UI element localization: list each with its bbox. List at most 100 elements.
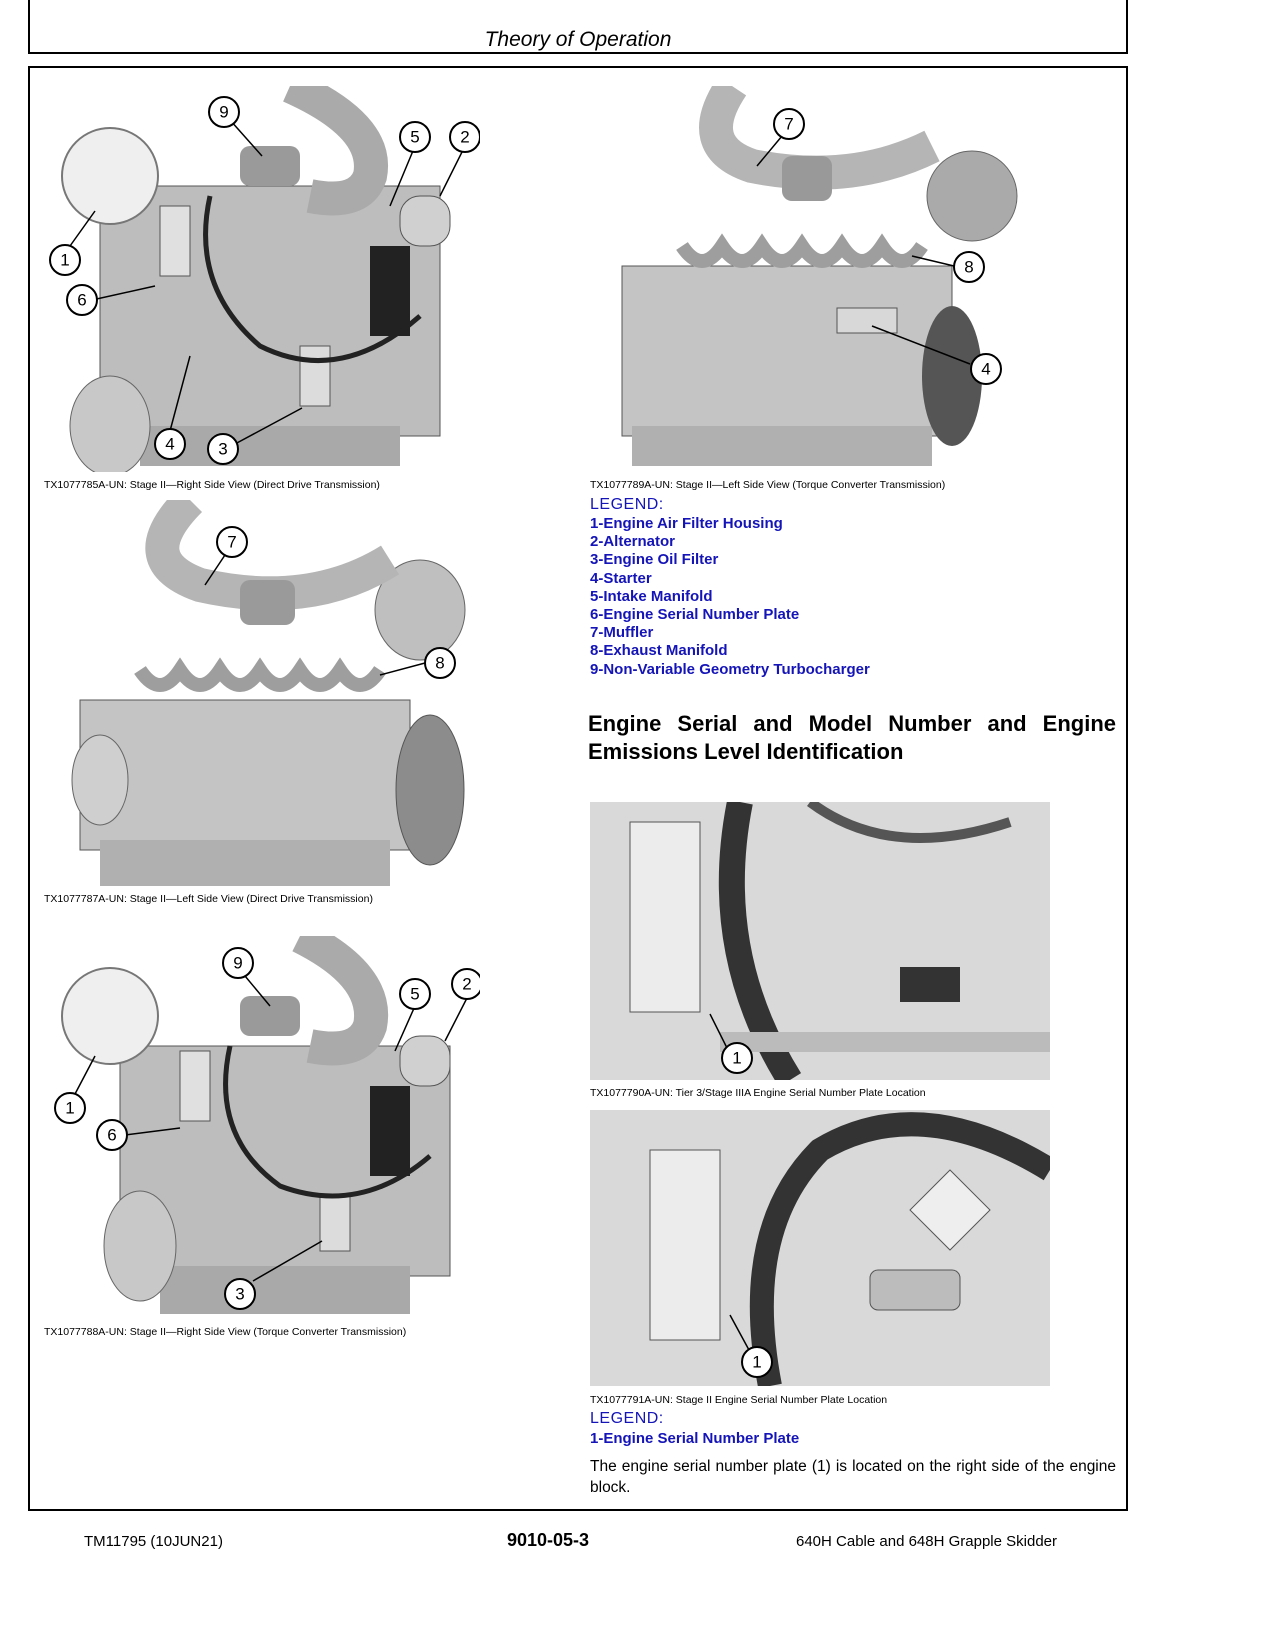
figure-5-caption: TX1077790A-UN: Tier 3/Stage IIIA Engine … xyxy=(590,1087,926,1099)
callout-7: 7 xyxy=(784,115,793,134)
turbocharger xyxy=(782,156,832,201)
starter-motor xyxy=(869,1269,961,1311)
callout-9: 9 xyxy=(233,954,242,973)
content-frame xyxy=(28,66,1128,1511)
fuel-filter xyxy=(649,1149,721,1341)
muffler-pipe xyxy=(699,86,940,190)
oil-pan xyxy=(100,840,390,886)
callout-6: 6 xyxy=(107,1126,116,1145)
callout-group: 1 xyxy=(729,1314,773,1378)
flywheel-housing xyxy=(922,306,982,446)
legend-item: 3-Engine Oil Filter xyxy=(590,551,719,569)
legend-heading: LEGEND: xyxy=(590,496,664,513)
legend-list: 1-Engine Air Filter Housing 2-Alternator… xyxy=(590,515,870,679)
callout-3: 3 xyxy=(235,1285,244,1304)
tube xyxy=(807,802,1012,843)
photo-illustration-6: 1 xyxy=(590,1110,1050,1386)
pulley xyxy=(71,734,129,826)
turbocharger xyxy=(240,996,300,1036)
callout-group: 9 5 2 1 6 3 xyxy=(54,947,480,1310)
starter xyxy=(836,307,898,334)
figure-right-side-torque-converter: 9 5 2 1 6 3 xyxy=(40,936,480,1318)
callout-group: 7 8 4 xyxy=(756,108,1002,385)
alternator xyxy=(399,195,451,247)
pulley xyxy=(69,375,151,472)
legend-item: 1-Engine Serial Number Plate xyxy=(590,1430,800,1447)
legend-item: 2-Alternator xyxy=(590,533,676,551)
legend-item: 5-Intake Manifold xyxy=(590,587,713,605)
starter xyxy=(370,1086,410,1176)
legend-item: 6-Engine Serial Number Plate xyxy=(590,606,800,624)
oil-filter xyxy=(319,1195,351,1252)
turbocharger xyxy=(240,580,295,625)
section-title: Engine Serial and Model Number and Engin… xyxy=(588,711,1116,764)
footer-product: 640H Cable and 648H Grapple Skidder xyxy=(796,1533,1057,1550)
engine-illustration-2: 7 8 4 xyxy=(621,86,1018,466)
fuel-filter xyxy=(629,821,701,1013)
figure-6-caption: TX1077791A-UN: Stage II Engine Serial Nu… xyxy=(590,1394,888,1406)
exhaust-manifold xyxy=(134,657,386,692)
engine-illustration-1: 9 5 2 1 6 4 3 xyxy=(49,86,480,472)
legend-item: 8-Exhaust Manifold xyxy=(590,642,728,660)
engine-illustration-4: 9 5 2 1 6 3 xyxy=(54,936,480,1314)
callout-4: 4 xyxy=(165,435,174,454)
figure-2-caption: TX1077789A-UN: Stage II—Left Side View (… xyxy=(590,479,946,491)
callout-group: 7 8 xyxy=(204,526,456,679)
footer-doc-id: TM11795 (10JUN21) xyxy=(84,1533,223,1550)
hose xyxy=(749,1112,1050,1386)
muffler-pipe xyxy=(282,86,388,216)
air-filter xyxy=(926,150,1018,242)
air-filter-housing xyxy=(61,127,159,225)
exhaust-manifold xyxy=(676,233,928,268)
callout-3: 3 xyxy=(218,440,227,459)
callout-7: 7 xyxy=(227,533,236,552)
footer-page-number: 9010-05-3 xyxy=(507,1530,590,1550)
callout-8: 8 xyxy=(964,258,973,277)
callout-1: 1 xyxy=(60,251,69,270)
callout-9: 9 xyxy=(219,103,228,122)
legend-item: 1-Engine Air Filter Housing xyxy=(590,515,783,532)
callout-2: 2 xyxy=(460,128,469,147)
page-header-title: Theory of Operation xyxy=(484,28,672,51)
oil-pan xyxy=(632,426,932,466)
callout-1: 1 xyxy=(752,1353,761,1372)
pulley xyxy=(103,1190,177,1302)
engine-block xyxy=(79,699,411,851)
hose xyxy=(203,195,422,364)
legend-list-2: 1-Engine Serial Number Plate xyxy=(590,1430,799,1448)
legend-item: 9-Non-Variable Geometry Turbocharger xyxy=(590,660,870,678)
muffler-pipe xyxy=(292,936,389,1066)
flywheel-housing xyxy=(395,714,465,866)
body-paragraph: The engine serial number plate (1) is lo… xyxy=(590,1458,1116,1496)
figure-3-caption: TX1077787A-UN: Stage II—Left Side View (… xyxy=(44,893,373,905)
callout-group: 9 5 2 1 6 4 3 xyxy=(49,96,480,465)
figure-right-side-direct-drive: 9 5 2 1 6 4 3 xyxy=(40,86,480,472)
figure-left-side-direct-drive: 7 8 xyxy=(50,500,470,886)
figure-1-caption: TX1077785A-UN: Stage II—Right Side View … xyxy=(44,479,380,491)
oil-filter xyxy=(299,345,331,407)
air-filter-housing xyxy=(61,967,159,1065)
photo-illustration-5: 1 xyxy=(590,802,1050,1080)
sensor xyxy=(900,967,960,1002)
callout-4: 4 xyxy=(981,360,990,379)
engine-illustration-3: 7 8 xyxy=(71,500,466,886)
air-filter xyxy=(374,559,466,661)
starter xyxy=(370,246,410,336)
callout-5: 5 xyxy=(410,985,419,1004)
figure-tier3-serial-plate: 1 xyxy=(590,802,1050,1080)
turbocharger xyxy=(240,146,300,186)
muffler-pipe xyxy=(145,500,400,611)
legend-heading-2: LEGEND: xyxy=(590,1410,664,1427)
figure-4-caption: TX1077788A-UN: Stage II—Right Side View … xyxy=(44,1326,407,1338)
page-header: Theory of Operation xyxy=(28,0,1128,54)
callout-2: 2 xyxy=(462,975,471,994)
legend-item: 4-Starter xyxy=(590,569,652,587)
fuel-filter xyxy=(159,205,191,277)
alternator xyxy=(399,1035,451,1087)
callout-8: 8 xyxy=(435,654,444,673)
oil-pan xyxy=(160,1266,410,1314)
fuel-filter xyxy=(179,1050,211,1122)
callout-5: 5 xyxy=(410,128,419,147)
block-rib xyxy=(720,1032,1050,1052)
figure-left-side-torque-converter: 7 8 4 xyxy=(592,86,1022,472)
